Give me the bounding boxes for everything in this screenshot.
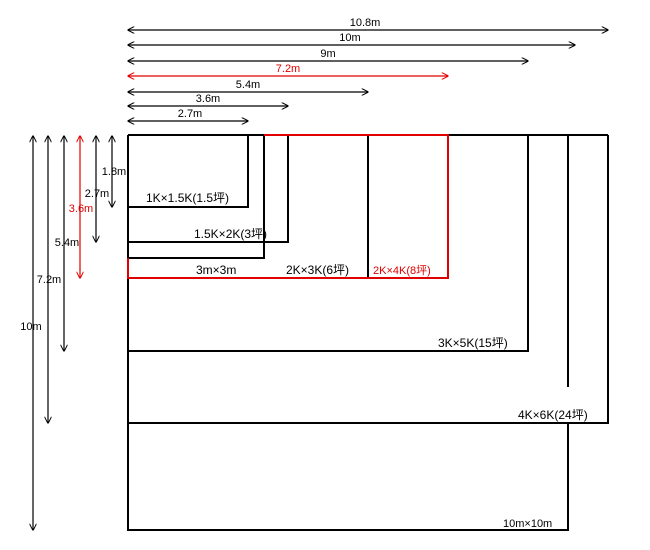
area-label-3k-x-5k: 3K×5K(15坪) (438, 336, 508, 350)
area-label-3m-x-3m: 3m×3m (196, 263, 236, 277)
horizontal-dimension-arrows (128, 30, 608, 121)
outline-3k-x-5k (128, 135, 529, 352)
dim-label-v-5-4m: 5.4m (55, 237, 79, 249)
area-labels: 1K×1.5K(1.5坪) 1.5K×2K(3坪) 3m×3m 2K×3K(6坪… (146, 191, 588, 530)
outline-1k-x-1-5k (128, 135, 249, 208)
dim-label-5-4m: 5.4m (236, 79, 260, 91)
outline-2k-x-4k (127, 134, 449, 279)
vertical-dimension-labels: 10m 7.2m 5.4m 3.6m 2.7m 1.8m (20, 166, 126, 333)
dim-label-10m: 10m (339, 32, 360, 44)
area-outlines (127, 134, 609, 531)
dim-label-7-2m: 7.2m (276, 63, 300, 75)
outline-4k-x-6k (128, 135, 609, 424)
dim-label-v-10m: 10m (20, 321, 41, 333)
area-label-1-5k-x-2k: 1.5K×2K(3坪) (194, 227, 267, 241)
area-label-2k-x-4k: 2K×4K(8坪) (373, 264, 431, 277)
horizontal-dimension-labels: 10.8m 10m 9m 7.2m 5.4m 3.6m 2.7m (178, 17, 381, 120)
area-label-1k-x-1-5k: 1K×1.5K(1.5坪) (146, 191, 229, 205)
dim-label-3-6m: 3.6m (196, 93, 220, 105)
vertical-dimension-arrows (33, 136, 112, 530)
dim-label-v-3-6m: 3.6m (69, 203, 93, 215)
area-label-2k-x-3k: 2K×3K(6坪) (286, 263, 349, 277)
dim-label-2-7m: 2.7m (178, 108, 202, 120)
area-label-4k-x-6k: 4K×6K(24坪) (518, 408, 588, 422)
outline-3m-x-3m (128, 135, 265, 259)
dim-label-v-7-2m: 7.2m (37, 274, 61, 286)
dim-label-9m: 9m (320, 48, 335, 60)
area-label-10m-x-10m: 10m×10m (503, 518, 552, 530)
dim-label-v-1-8m: 1.8m (102, 166, 126, 178)
outline-1-5k-x-2k (128, 135, 289, 243)
outline-10m-x-10m (127, 135, 569, 531)
dim-label-10-8m: 10.8m (350, 17, 381, 29)
dim-label-v-2-7m: 2.7m (85, 188, 109, 200)
